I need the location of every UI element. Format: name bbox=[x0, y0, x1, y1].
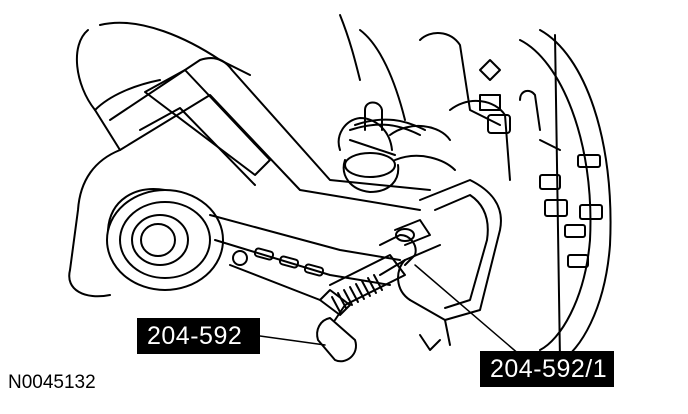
figure-id: N0045132 bbox=[8, 372, 96, 393]
callout-label-204-592: 204-592 bbox=[137, 318, 260, 354]
wheel-studs bbox=[539, 154, 603, 268]
callout-label-204-592-1: 204-592/1 bbox=[480, 351, 614, 387]
steering-knuckle bbox=[419, 32, 561, 181]
leader-line-204-592 bbox=[259, 335, 326, 346]
separator-tool-frame bbox=[379, 179, 502, 351]
leader-lines bbox=[259, 264, 521, 356]
lower-control-arm bbox=[109, 57, 431, 301]
control-arm-bushing bbox=[106, 188, 224, 291]
tool-adapter bbox=[379, 219, 431, 266]
leader-line-204-592-1 bbox=[414, 264, 521, 356]
ball-joint bbox=[337, 101, 456, 193]
chassis-outline bbox=[68, 21, 251, 298]
forcing-screw bbox=[316, 254, 406, 363]
brake-rotor bbox=[339, 14, 612, 363]
